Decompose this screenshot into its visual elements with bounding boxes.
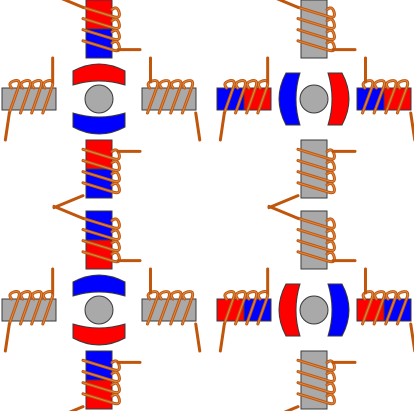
coil-lead — [283, 360, 357, 411]
rotor-pole-top — [72, 63, 126, 86]
rotor-pole-left — [278, 72, 301, 126]
rotor-shaft — [299, 295, 329, 325]
rotor — [278, 283, 350, 337]
rotor-shaft — [84, 295, 114, 325]
rotor — [278, 72, 350, 126]
rotor — [72, 63, 126, 135]
coil-lead — [218, 267, 270, 353]
coil-lead — [218, 56, 270, 142]
rotor — [72, 274, 126, 346]
rotor-pole-bottom — [72, 323, 126, 346]
coil-lead — [68, 360, 142, 411]
rotor-pole-bottom — [72, 112, 126, 135]
coil-lead — [52, 204, 142, 263]
coil-lead — [52, 149, 142, 210]
coil-lead — [267, 204, 357, 263]
coil-lead — [363, 267, 414, 353]
coil-lead — [61, 0, 142, 52]
coil-lead — [148, 267, 202, 353]
rotor-pole-left — [278, 283, 301, 337]
coil-lead — [276, 0, 357, 52]
motor-panel-4 — [216, 204, 414, 411]
rotor-pole-right — [327, 283, 350, 337]
top-stator — [300, 210, 328, 270]
rotor-shaft — [84, 84, 114, 114]
rotor-pole-right — [327, 72, 350, 126]
coil-lead — [148, 56, 202, 142]
rotor-shaft — [299, 84, 329, 114]
motor-panel-2 — [216, 0, 414, 210]
coil-lead — [363, 56, 414, 142]
rotor-pole-top — [72, 274, 126, 297]
coil-lead — [3, 267, 55, 353]
motor-panel-1 — [1, 0, 202, 210]
coil-lead — [267, 149, 357, 210]
motor-panel-3 — [1, 204, 202, 411]
coil-lead — [3, 56, 55, 142]
